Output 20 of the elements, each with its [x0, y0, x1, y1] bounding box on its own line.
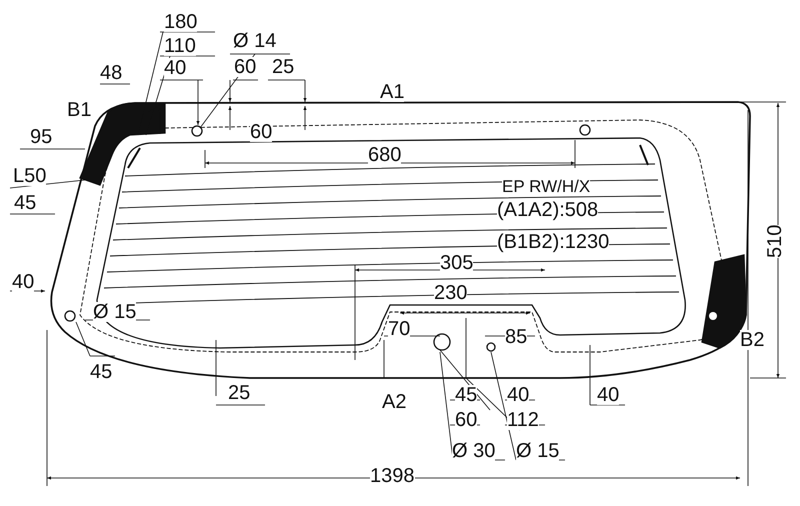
dimension-label: 70: [388, 319, 410, 339]
dimension-label: 180: [164, 12, 198, 32]
dimension-label: L50: [13, 166, 46, 186]
dimension-label: 110: [164, 36, 196, 56]
dimension-label: 305: [440, 253, 474, 273]
dimension-label: 60: [234, 57, 256, 77]
dimension-label: Ø 15: [93, 302, 136, 322]
dimension-label: Ø 30: [452, 441, 496, 461]
dimension-label: (A1A2):508: [497, 200, 598, 220]
dimension-label: 40: [164, 58, 186, 78]
dimension-label: B2: [740, 330, 764, 350]
dimension-label: 40: [12, 272, 34, 292]
dimension-label: 60: [250, 122, 272, 142]
dimension-label: EP RW/H/X: [502, 178, 590, 195]
dimension-label: 40: [597, 385, 620, 405]
dimension-label: 112: [507, 410, 539, 430]
dimension-label: A1: [380, 82, 404, 102]
dimension-label: (B1B2):1230: [497, 232, 610, 252]
dimension-label: Ø 15: [516, 441, 560, 461]
dimension-label: 680: [368, 145, 402, 165]
